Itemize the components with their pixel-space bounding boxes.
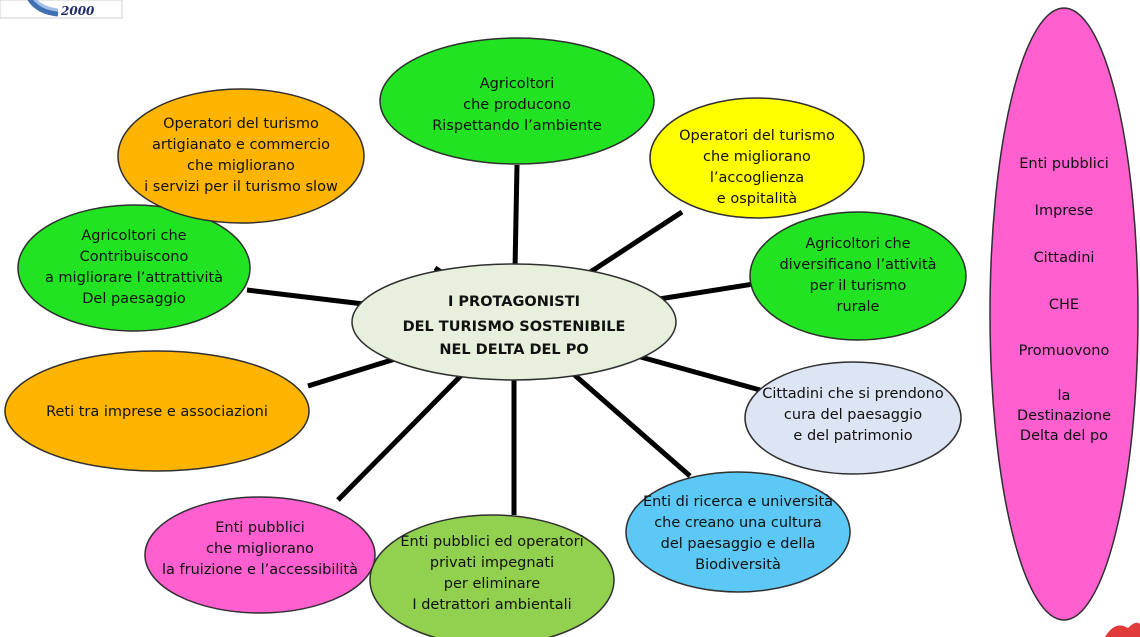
node-label-enti-fruizione-1: Enti pubblici xyxy=(215,520,305,536)
node-label-operatori-accoglienza-3: l’accoglienza xyxy=(710,170,804,186)
node-cittadini-paesaggio: Cittadini che si prendono cura del paesag… xyxy=(744,361,962,475)
node-reti-imprese: Reti tra imprese e associazioni xyxy=(4,350,310,472)
node-label-agricoltori-turismo-rurale-3: per il turismo xyxy=(810,278,907,294)
node-label-agricoltori-ambiente-1: Agricoltori xyxy=(480,76,555,92)
node-label-enti-ricerca-3: del paesaggio e della xyxy=(661,536,816,552)
node-label-enti-ricerca-4: Biodiversità xyxy=(695,557,781,573)
node-ellipse-enti-fruizione xyxy=(144,496,376,614)
logo-text: 2000 xyxy=(60,4,95,18)
node-operatori-accoglienza: Operatori del turismo che migliorano l’acc… xyxy=(649,97,865,219)
node-ellipse-agricoltori-attrattivita xyxy=(17,204,251,332)
node-agricoltori-turismo-rurale: Agricoltori che diversificano l’attività p… xyxy=(749,211,967,341)
center-node: I PROTAGONISTI DEL TURISMO SOSTENIBILE N… xyxy=(351,263,677,381)
node-label-cittadini-paesaggio-1: Cittadini che si prendono xyxy=(762,386,944,402)
corner-shape xyxy=(1105,622,1140,637)
center-line-2: DEL TURISMO SOSTENIBILE xyxy=(403,319,626,335)
node-label-operatori-accoglienza-4: e ospitalità xyxy=(717,191,797,207)
node-ellipse-operatori-accoglienza xyxy=(649,97,865,219)
logo: 2000 xyxy=(0,0,123,19)
node-ellipse-enti-ricerca xyxy=(625,471,851,593)
node-label-agricoltori-attrattivita-1: Agricoltori che xyxy=(81,228,186,244)
node-label-operatori-accoglienza-2: che migliorano xyxy=(703,149,811,165)
node-enti-fruizione: Enti pubblici che migliorano la fruizione … xyxy=(144,496,376,614)
node-label-operatori-commercio-2: artigianato e commercio xyxy=(152,137,330,153)
side-label-8: Delta del po xyxy=(1020,428,1108,444)
node-label-enti-fruizione-3: la fruizione e l’accessibilità xyxy=(162,562,358,578)
side-ellipse xyxy=(989,7,1139,621)
node-label-agricoltori-attrattivita-3: a migliorare l’attrattività xyxy=(45,270,223,286)
node-ellipse-operatori-commercio xyxy=(117,88,365,224)
node-label-agricoltori-attrattivita-2: Contribuiscono xyxy=(80,249,189,265)
node-label-agricoltori-attrattivita-4: Del paesaggio xyxy=(82,291,186,307)
node-label-operatori-commercio-1: Operatori del turismo xyxy=(163,116,319,132)
side-label-7: Destinazione xyxy=(1017,408,1111,424)
node-ellipse-agricoltori-turismo-rurale xyxy=(749,211,967,341)
node-label-enti-ricerca-1: Enti di ricerca e università xyxy=(643,494,833,510)
node-label-enti-detrattori-3: per eliminare xyxy=(444,576,541,592)
node-label-enti-detrattori-2: privati impegnati xyxy=(430,555,554,571)
node-label-cittadini-paesaggio-3: e del patrimonio xyxy=(793,428,912,444)
node-label-operatori-commercio-3: che migliorano xyxy=(187,158,295,174)
node-label-agricoltori-ambiente-3: Rispettando l’ambiente xyxy=(432,118,602,134)
side-label-6: la xyxy=(1058,388,1071,404)
node-label-agricoltori-turismo-rurale-4: rurale xyxy=(837,299,880,315)
node-label-enti-detrattori-4: I detrattori ambientali xyxy=(412,597,571,613)
node-ellipse-cittadini-paesaggio xyxy=(744,361,962,475)
node-operatori-commercio: Operatori del turismo artigianato e comme… xyxy=(117,88,365,224)
node-label-agricoltori-turismo-rurale-1: Agricoltori che xyxy=(805,236,910,252)
side-label-3: Cittadini xyxy=(1034,250,1095,266)
center-line-1: I PROTAGONISTI xyxy=(448,294,580,310)
node-label-enti-ricerca-2: che creano una cultura xyxy=(654,515,822,531)
side-label-2: Imprese xyxy=(1035,203,1094,219)
node-label-enti-detrattori-1: Enti pubblici ed operatori xyxy=(400,534,583,550)
center-ellipse xyxy=(351,263,677,381)
center-line-3: NEL DELTA DEL PO xyxy=(439,342,588,358)
node-label-enti-fruizione-2: che migliorano xyxy=(206,541,314,557)
node-label-cittadini-paesaggio-2: cura del paesaggio xyxy=(784,407,922,423)
node-enti-detrattori: Enti pubblici ed operatori privati impegn… xyxy=(369,514,615,637)
side-label-1: Enti pubblici xyxy=(1019,156,1109,172)
node-enti-ricerca: Enti di ricerca e università che creano u… xyxy=(625,471,851,593)
side-label-5: Promuovono xyxy=(1019,343,1110,359)
node-label-agricoltori-turismo-rurale-2: diversificano l’attività xyxy=(779,257,936,273)
node-label-reti-imprese-1: Reti tra imprese e associazioni xyxy=(46,404,268,420)
node-ellipse-enti-detrattori xyxy=(369,514,615,637)
node-label-agricoltori-ambiente-2: che producono xyxy=(463,97,571,113)
node-ellipse-reti-imprese xyxy=(4,350,310,472)
node-label-operatori-accoglienza-1: Operatori del turismo xyxy=(679,128,835,144)
node-label-operatori-commercio-4: i servizi per il turismo slow xyxy=(144,179,338,195)
node-ellipse-agricoltori-ambiente xyxy=(379,37,655,165)
side-label-4: CHE xyxy=(1049,297,1079,313)
